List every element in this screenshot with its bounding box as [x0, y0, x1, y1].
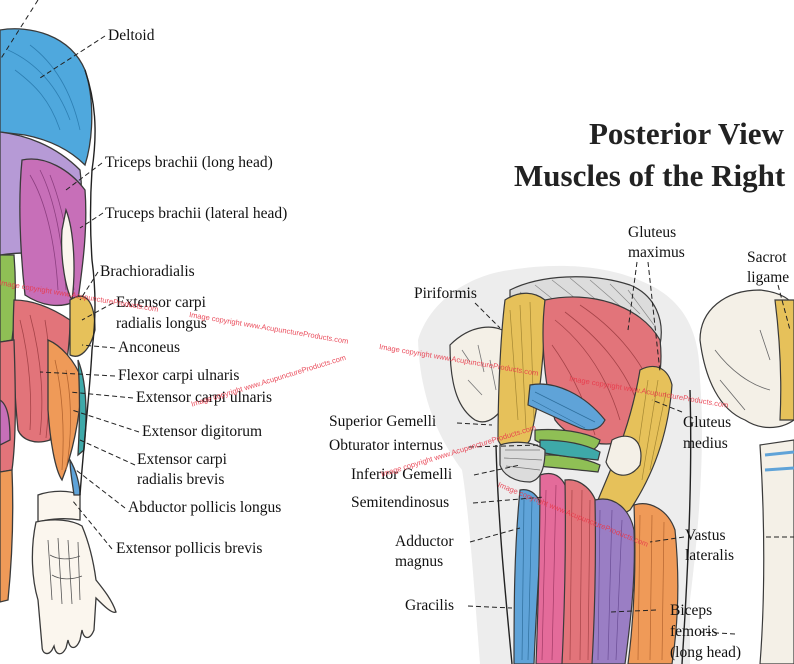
- label-superior-gemelli: Superior Gemelli: [329, 413, 437, 430]
- biceps-femoris-muscle: [591, 498, 635, 664]
- arm-illustration: [0, 0, 117, 655]
- label-flexor-carpi-ulnaris: Flexor carpi ulnaris: [118, 367, 240, 384]
- hip-illustration: [418, 265, 794, 664]
- right-partial-pelvis: [699, 289, 794, 429]
- label-extensor-carpi-ulnaris: Extensor carpi ulnaris: [136, 389, 273, 406]
- vastus-lateralis-muscle: [627, 503, 679, 664]
- label-semitendinosus: Semitendinosus: [351, 494, 450, 511]
- label-gluteus-medius-line1: Gluteus: [683, 414, 732, 431]
- label-brachioradialis: Brachioradialis: [100, 263, 195, 280]
- label-triceps-long-head: Triceps brachii (long head): [105, 154, 273, 171]
- label-ecrb-line2: radialis brevis: [137, 471, 225, 488]
- label-biceps-femoris-line3: (long head): [670, 644, 742, 661]
- label-extensor-digitorum: Extensor digitorum: [142, 423, 263, 440]
- label-gluteus-maximus-line2: maximus: [628, 244, 685, 261]
- label-biceps-femoris-line1: Biceps: [670, 602, 713, 619]
- label-obturator-internus: Obturator internus: [329, 437, 444, 454]
- label-deltoid: Deltoid: [108, 27, 155, 44]
- label-ecrl-line1: Extensor carpi: [116, 294, 206, 311]
- label-ecrl-line2: radialis longus: [116, 315, 207, 332]
- label-biceps-femoris-line2: femoris: [670, 623, 718, 640]
- label-adductor-magnus-line1: Adductor: [395, 533, 454, 550]
- arm-leader-lines: [39, 35, 140, 550]
- label-triceps-lateral-head: Truceps brachii (lateral head): [105, 205, 288, 222]
- brachioradialis-tendon: [69, 295, 96, 357]
- gracilis-muscle: [513, 489, 543, 664]
- label-vastus-lateralis-line1: Vastus: [685, 527, 726, 544]
- label-gluteus-medius-line2: medius: [683, 435, 728, 452]
- label-inferior-gemelli: Inferior Gemelli: [351, 466, 453, 483]
- label-piriformis: Piriformis: [414, 285, 477, 302]
- deltoid-muscle: [0, 28, 93, 167]
- label-ecrb-line1: Extensor carpi: [137, 451, 227, 468]
- title-line-1: Posterior View: [589, 116, 784, 151]
- label-sacrotuberous-line2: ligame: [747, 269, 790, 286]
- label-abductor-pollicis-longus: Abductor pollicis longus: [128, 499, 282, 516]
- label-gracilis: Gracilis: [405, 597, 455, 614]
- extensor-carpi-ulnaris: [47, 339, 83, 482]
- label-anconeus: Anconeus: [118, 339, 180, 356]
- label-sacrotuberous-line1: Sacrot: [747, 249, 787, 266]
- label-extensor-pollicis-brevis: Extensor pollicis brevis: [116, 540, 263, 557]
- piriformis-muscle: [527, 383, 606, 431]
- title-line-2: Muscles of the Right: [514, 158, 786, 193]
- sacrotuberous-ligament: [497, 292, 546, 452]
- label-adductor-magnus-line2: magnus: [395, 553, 444, 570]
- hand: [31, 519, 117, 655]
- hip-leader-lines: [456, 261, 794, 635]
- label-gluteus-maximus-line1: Gluteus: [628, 224, 677, 241]
- label-vastus-lateralis-line2: lateralis: [685, 547, 735, 564]
